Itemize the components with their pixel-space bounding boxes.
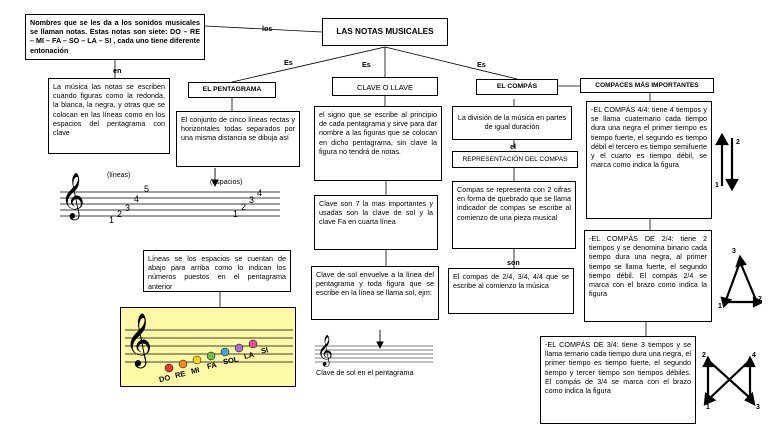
connector-son: son bbox=[507, 258, 520, 267]
compas-header: EL COMPÁS bbox=[476, 79, 558, 95]
clave-header: CLAVE O LLAVE bbox=[332, 77, 438, 96]
compas-son: El compas de 2/4, 3/4, 4/4 que se escrib… bbox=[448, 268, 574, 314]
clave-types-text: Clave son 7 la mas importantes y usadas … bbox=[319, 199, 433, 227]
compas-rep-desc-text: Compas se representa con 2 cifras en for… bbox=[457, 185, 571, 222]
numbered-staff: (líneas) (espacios) 𝄞 1 2 3 4 5 1 2 3 4 bbox=[55, 170, 285, 232]
d34-num-1: 1 bbox=[706, 404, 710, 411]
lineas-label: (líneas) bbox=[107, 172, 131, 179]
clave-desc-text: el signo que se escribe al principio de … bbox=[319, 110, 437, 156]
connector-es-2: Es bbox=[362, 60, 371, 69]
espacios-label: (espacios) bbox=[210, 179, 243, 186]
d24-num-1: 1 bbox=[718, 303, 722, 310]
treble-clef-icon: 𝄞 bbox=[61, 173, 85, 219]
pentagrama-header: EL PENTAGRAMA bbox=[188, 82, 276, 98]
space-number-2: 2 bbox=[241, 202, 247, 212]
intro-text: Nombres que se les da a los sonidos musi… bbox=[30, 18, 201, 55]
connector-el: el bbox=[510, 142, 516, 151]
compas-son-text: El compas de 2/4, 3/4, 4/4 que se escrib… bbox=[453, 272, 569, 291]
compas-34-text: -EL COMPÁS DE 3/4: tiene 3 tiempos y se … bbox=[545, 340, 691, 396]
d44-num-1: 1 bbox=[715, 182, 719, 189]
colored-notes-staff: 𝄞 DO RE MI FA SOL LA SI bbox=[120, 307, 296, 387]
compas-desc: La división de la música en partes de ig… bbox=[452, 106, 572, 140]
count-box: Líneas se los espacios se cuentan de aba… bbox=[143, 250, 291, 292]
en-box: La música las notas se escriben cuando f… bbox=[48, 78, 170, 154]
line-number-4: 4 bbox=[134, 194, 140, 204]
clave-types: Clave son 7 la mas importantes y usadas … bbox=[314, 195, 438, 250]
count-text: Líneas se los espacios se cuentan de aba… bbox=[148, 254, 286, 291]
space-number-3: 3 bbox=[249, 195, 255, 205]
connector-los: los bbox=[262, 24, 273, 33]
compases-header: COMPACES MÁS IMPORTANTES bbox=[580, 78, 714, 93]
treble-clef-icon: 𝄞 bbox=[317, 335, 333, 366]
clave-sol-text: Clave de sol envuelve a la línea del pen… bbox=[316, 270, 434, 298]
d24-num-3: 3 bbox=[732, 248, 736, 255]
compas-24-diagram bbox=[720, 254, 762, 309]
title-box: LAS NOTAS MUSICALES bbox=[322, 18, 448, 46]
space-number-4: 4 bbox=[257, 188, 263, 198]
intro-box: Nombres que se les da a los sonidos musi… bbox=[25, 14, 205, 60]
line-number-1: 1 bbox=[109, 215, 115, 225]
connector-es-1: Es bbox=[284, 58, 293, 67]
compas-24-text: -EL COMPÁS DE 2/4: tiene 2 tiempos y se … bbox=[589, 234, 707, 299]
space-number-1: 1 bbox=[233, 209, 239, 219]
treble-clef-icon: 𝄞 bbox=[125, 312, 153, 366]
line-number-2: 2 bbox=[117, 209, 123, 219]
page-title: LAS NOTAS MUSICALES bbox=[336, 27, 434, 36]
clave-desc: el signo que se escribe al principio de … bbox=[314, 106, 442, 181]
pentagrama-header-text: EL PENTAGRAMA bbox=[202, 86, 262, 93]
pentagrama-desc: El conjunto de cinco líneas rectas y hor… bbox=[176, 111, 300, 167]
clave-sol: Clave de sol envuelve a la línea del pen… bbox=[311, 266, 439, 320]
compas-44-diagram bbox=[715, 132, 739, 192]
compas-44-text: -EL COMPÁS 4/4: tiene 4 tiempos y se lla… bbox=[591, 105, 707, 170]
compas-44-box: -EL COMPÁS 4/4: tiene 4 tiempos y se lla… bbox=[586, 101, 712, 219]
d34-num-3: 3 bbox=[756, 404, 760, 411]
line-number-5: 5 bbox=[144, 184, 150, 194]
line-number-3: 3 bbox=[125, 203, 131, 213]
compases-header-text: COMPACES MÁS IMPORTANTES bbox=[595, 82, 699, 89]
clave-sol-staff: 𝄞 bbox=[315, 335, 435, 368]
en-text: La música las notas se escriben cuando f… bbox=[53, 82, 165, 138]
compas-desc-text: La división de la música en partes de ig… bbox=[457, 113, 567, 132]
connector-en: en bbox=[113, 66, 122, 75]
compas-rep-header: REPRESENTACIÓN DEL COMPAS bbox=[452, 151, 578, 168]
compas-34-box: -EL COMPÁS DE 3/4: tiene 3 tiempos y se … bbox=[540, 336, 696, 424]
d24-num-2: 2 bbox=[758, 296, 762, 303]
compas-24-box: -EL COMPÁS DE 2/4: tiene 2 tiempos y se … bbox=[584, 230, 712, 322]
compas-rep-desc: Compas se representa con 2 cifras en for… bbox=[452, 181, 576, 249]
compas-rep-header-text: REPRESENTACIÓN DEL COMPAS bbox=[462, 156, 568, 163]
clave-header-text: CLAVE O LLAVE bbox=[356, 83, 413, 92]
compas-34-diagram bbox=[702, 355, 756, 406]
pentagrama-desc-text: El conjunto de cinco líneas rectas y hor… bbox=[181, 115, 295, 143]
d44-num-2: 2 bbox=[736, 139, 740, 146]
note-mi: MI bbox=[190, 365, 201, 376]
d34-num-2: 2 bbox=[702, 352, 706, 359]
clave-caption: Clave de sol en el pentagrama bbox=[316, 368, 414, 377]
d34-num-4: 4 bbox=[752, 352, 756, 359]
connector-es-3: Es bbox=[477, 60, 486, 69]
compas-header-text: EL COMPÁS bbox=[496, 83, 538, 90]
